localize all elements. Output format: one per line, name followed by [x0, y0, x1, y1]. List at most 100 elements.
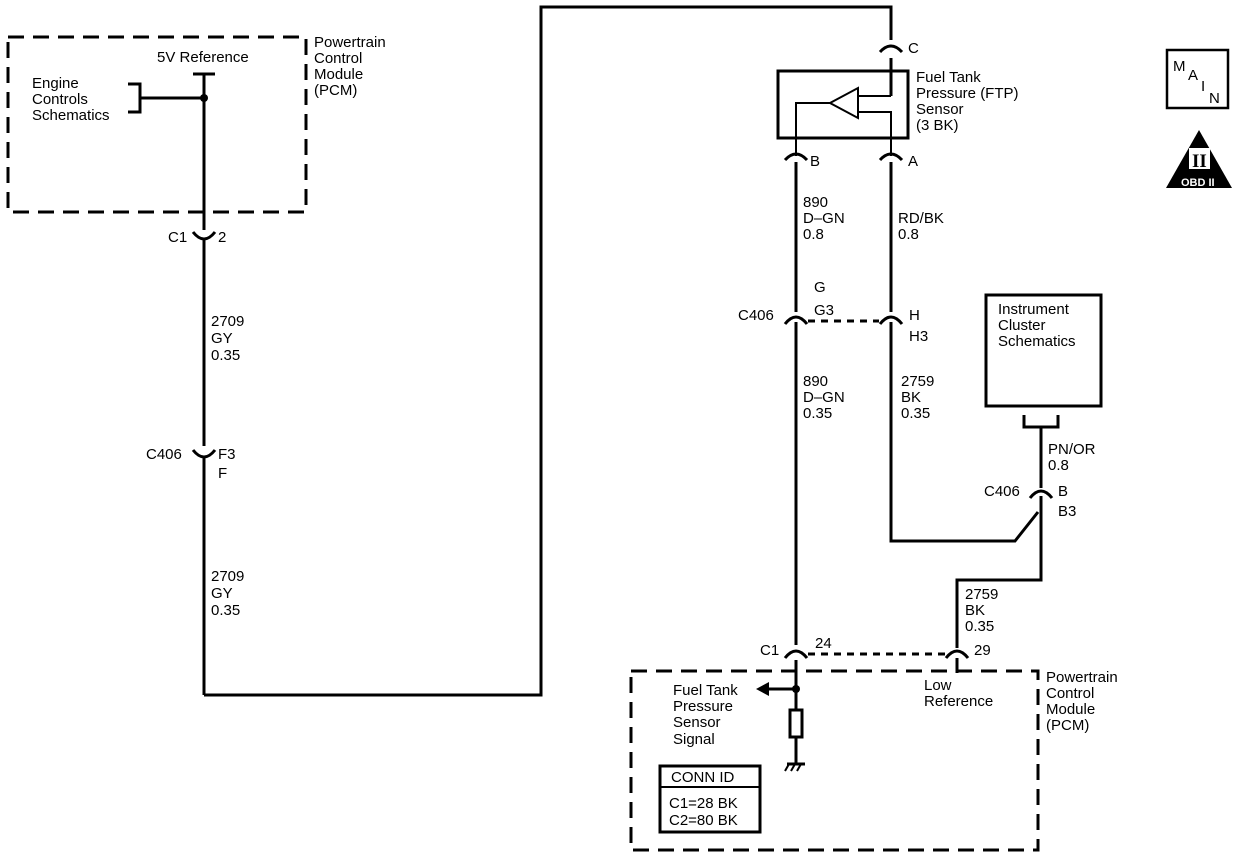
- instrument-cluster-line-1[interactable]: Instrument: [998, 301, 1070, 318]
- 5v-reference-label: 5V Reference: [157, 49, 249, 66]
- obd-ii-numeral: II: [1192, 151, 1207, 172]
- pcm-bottom-name-1: Powertrain: [1046, 669, 1118, 686]
- pcm-top-name-2: Control: [314, 50, 362, 67]
- sensor-pin-b-connector: [783, 152, 809, 162]
- main-badge-i: I: [1201, 78, 1205, 95]
- c406-f3-label: F3: [218, 446, 236, 463]
- pcm-top-box: [6, 35, 308, 214]
- cluster-wire-size: 0.8: [1048, 457, 1069, 474]
- sensor-name-2: Pressure (FTP): [916, 85, 1019, 102]
- low-ref-wire-size: 0.35: [965, 618, 994, 635]
- pcm-pin-29-label: 29: [974, 642, 991, 659]
- sensor-name-3: Sensor: [916, 101, 964, 118]
- c406-mid-label: C406: [738, 307, 774, 324]
- sensor-pin-a-label: A: [908, 153, 918, 170]
- sensor-pin-a-connector: [878, 152, 904, 162]
- signal-label-2: Pressure: [673, 698, 733, 715]
- pcm-bottom-name-4: (PCM): [1046, 717, 1089, 734]
- engine-controls-line-2[interactable]: Controls: [32, 91, 88, 108]
- c406-left-label: C406: [146, 446, 182, 463]
- pcm-top-name-4: (PCM): [314, 82, 357, 99]
- signal-label-4: Signal: [673, 731, 715, 748]
- low-ref-wire: [955, 496, 1043, 648]
- wire-a-upper-size: 0.8: [898, 226, 919, 243]
- main-badge-a: A: [1188, 67, 1198, 84]
- obd-ii-badge: II OBD II: [1166, 130, 1232, 189]
- obd-ii-numeral-bg: [1189, 148, 1210, 169]
- sensor-internal-b: [795, 102, 830, 156]
- wire-2709-a-color: GY: [211, 330, 233, 347]
- pcm-bottom-name-3: Module: [1046, 701, 1095, 718]
- engine-controls-line-3[interactable]: Schematics: [32, 107, 110, 124]
- sensor-name-4: (3 BK): [916, 117, 959, 134]
- c1-pin2-connector: [191, 231, 217, 241]
- wire-2709-b-num: 2709: [211, 568, 244, 585]
- c406-pin-h3-label: H3: [909, 328, 928, 345]
- low-ref-label-2: Reference: [924, 693, 993, 710]
- c406-right-pin-b-label: B: [1058, 483, 1068, 500]
- pcm-pin-29-connector: [944, 649, 970, 659]
- c406-pin-h-connector: [878, 315, 904, 325]
- wire-2709-a-num: 2709: [211, 313, 244, 330]
- ftp-sensor-box: [776, 69, 910, 140]
- wire-2709-a-size: 0.35: [211, 347, 240, 364]
- instrument-cluster-line-2[interactable]: Cluster: [998, 317, 1046, 334]
- c406-pin-g-connector: [783, 315, 809, 325]
- c406-right-label: C406: [984, 483, 1020, 500]
- main-badge-frame: [1165, 48, 1230, 110]
- c1-label: C1: [168, 229, 187, 246]
- signal-label-3: Sensor: [673, 714, 721, 731]
- sensor-pin-b-label: B: [810, 153, 820, 170]
- main-badge-n: N: [1209, 90, 1220, 107]
- wire-b-lower-num: 890: [803, 373, 828, 390]
- wire-b-lower-size: 0.35: [803, 405, 832, 422]
- wire-a-lower-size: 0.35: [901, 405, 930, 422]
- pull-down-resistor: [788, 708, 804, 739]
- low-ref-label-1: Low: [924, 677, 952, 694]
- wire-2709-b-color: GY: [211, 585, 233, 602]
- pcm-bottom-box: [629, 669, 1040, 852]
- wire-a-lower-color: BK: [901, 389, 921, 406]
- c406-pin-g3-label: G3: [814, 302, 834, 319]
- instrument-cluster-line-3[interactable]: Schematics: [998, 333, 1076, 350]
- wire-b-upper-color: D–GN: [803, 210, 845, 227]
- pcm-pin-24-connector: [783, 649, 809, 659]
- pcm-top-name-1: Powertrain: [314, 34, 386, 51]
- main-badge-m: M: [1173, 58, 1186, 75]
- engine-controls-bracket: [128, 82, 142, 114]
- instrument-cluster-box[interactable]: [984, 293, 1103, 408]
- engine-controls-line-1[interactable]: Engine: [32, 75, 79, 92]
- sensor-name-1: Fuel Tank: [916, 69, 981, 86]
- ground-symbol-hatch: [784, 763, 802, 772]
- sensor-pin-c-connector: [878, 44, 904, 54]
- signal-label-1: Fuel Tank: [673, 682, 738, 699]
- conn-id-title: CONN ID: [671, 769, 735, 786]
- 5v-route-wire: [204, 5, 893, 697]
- main-badge[interactable]: M A I N: [1165, 48, 1230, 110]
- c406-f3-connector: [191, 449, 217, 459]
- wire-b-upper-size: 0.8: [803, 226, 824, 243]
- sensor-amplifier-symbol: [827, 86, 859, 120]
- instrument-cluster-bracket: [1022, 415, 1060, 429]
- cluster-wire-color: PN/OR: [1048, 441, 1096, 458]
- pcm-c1-label: C1: [760, 642, 779, 659]
- c1-pin2-label: 2: [218, 229, 226, 246]
- obd-ii-label: OBD II: [1181, 177, 1215, 189]
- conn-id-row-1: C1=28 BK: [669, 795, 738, 812]
- conn-id-row-2: C2=80 BK: [669, 812, 738, 829]
- low-ref-wire-num: 2759: [965, 586, 998, 603]
- wire-b-lower-color: D–GN: [803, 389, 845, 406]
- pcm-bottom-name-2: Control: [1046, 685, 1094, 702]
- low-ref-wire-color: BK: [965, 602, 985, 619]
- c406-pin-g-label: G: [814, 279, 826, 296]
- signal-arrow-head: [756, 682, 769, 696]
- conn-id-table: [658, 764, 762, 834]
- wire-a-lower: [889, 322, 1040, 543]
- sensor-internal-a: [858, 111, 892, 156]
- pcm-pin-24-label: 24: [815, 635, 832, 652]
- c406-pin-h-label: H: [909, 307, 920, 324]
- c406-right-connector: [1028, 489, 1054, 499]
- c406-right-pin-b3-label: B3: [1058, 503, 1076, 520]
- c406-f-label: F: [218, 465, 227, 482]
